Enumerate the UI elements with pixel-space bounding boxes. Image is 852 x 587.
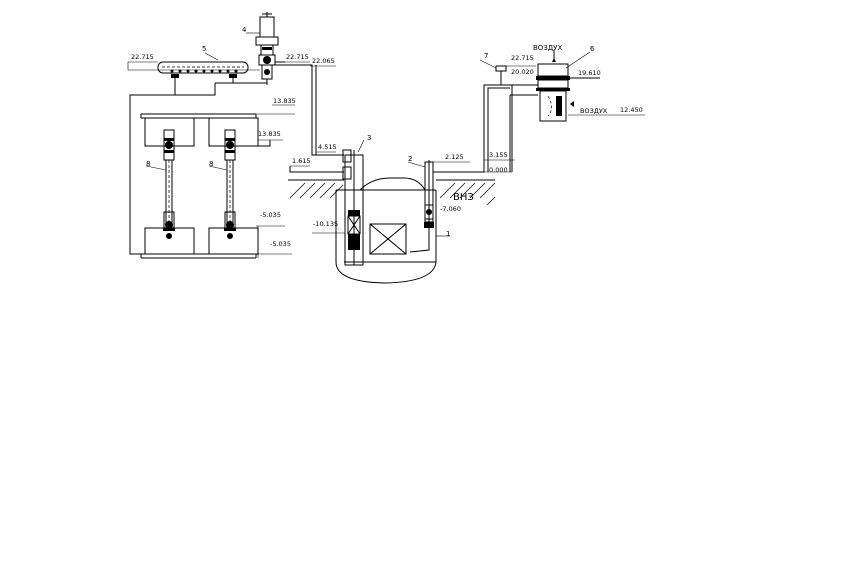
right-pipeline	[470, 84, 530, 173]
filter-column-right	[224, 129, 236, 239]
callout-5: 5	[202, 45, 206, 53]
header-collector	[127, 61, 260, 95]
submersible-column	[312, 149, 364, 266]
aeration-unit	[530, 50, 645, 122]
elev-upper-tank: 13.835	[258, 130, 281, 138]
elev-unit-top: 19.610	[578, 69, 601, 77]
elev-top-manifold: 13.835	[273, 97, 296, 105]
elev-lower-tank: -5.035	[260, 211, 281, 219]
elev-valve: 22.715	[511, 54, 534, 62]
callout-2: 2	[408, 155, 412, 163]
elev-ground-pipe: 1.615	[292, 157, 311, 165]
callout-8-left: 8	[146, 160, 150, 168]
elev-pump-outlet: 22.715	[286, 53, 309, 61]
elev-unit-inlet: 20.020	[511, 68, 534, 76]
ground-hatching-right	[436, 179, 496, 206]
suction-column	[409, 160, 470, 253]
label-air-top: ВОЗДУХ	[533, 44, 563, 52]
air-valve	[495, 65, 536, 85]
filter-column-left	[163, 129, 175, 239]
elev-ground-zero: 0.000	[489, 166, 508, 174]
elev-shaft-bottom: -10.135	[313, 220, 338, 228]
callout-3: 3	[367, 134, 371, 142]
pump-unit	[248, 12, 310, 85]
callout-7: 7	[484, 52, 488, 60]
underground-reservoir	[335, 177, 437, 284]
elev-bottom-manifold: -5.035	[270, 240, 291, 248]
elev-right-pipe: 3.155	[489, 151, 508, 159]
elev-riser-top: 22.065	[312, 57, 335, 65]
leader-lines	[145, 32, 591, 237]
main-riser	[275, 64, 344, 173]
elev-unit-outlet: 12.450	[620, 106, 643, 114]
callout-4: 4	[242, 26, 247, 34]
left-tank-assembly	[129, 83, 295, 259]
elev-suction-top: 2.125	[445, 153, 464, 161]
callout-6: 6	[590, 45, 595, 53]
label-air-right: ВОЗДУХ	[580, 107, 608, 115]
label-shaft-name: ВНЗ	[453, 192, 474, 203]
callout-1: 1	[446, 230, 450, 238]
elev-riser-mid: 4.515	[318, 143, 337, 151]
callout-8-right: 8	[209, 160, 213, 168]
elev-header-left: 22.715	[131, 53, 154, 61]
elev-suction-bottom: -7.060	[440, 205, 461, 213]
